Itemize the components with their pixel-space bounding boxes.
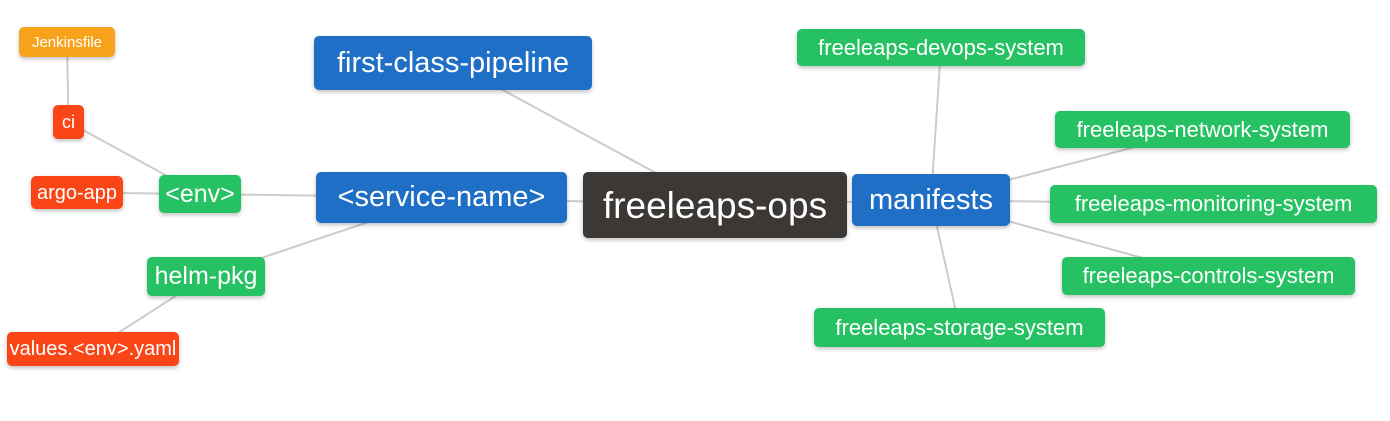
mindmap-node-service-name[interactable]: <service-name>	[316, 172, 567, 223]
mindmap-node-freeleaps-devops-system[interactable]: freeleaps-devops-system	[797, 29, 1085, 66]
mindmap-node-argo-app[interactable]: argo-app	[31, 176, 123, 209]
mindmap-node-jenkinsfile[interactable]: Jenkinsfile	[19, 27, 115, 57]
mindmap-node-freeleaps-ops[interactable]: freeleaps-ops	[583, 172, 847, 238]
mindmap-node-freeleaps-storage-system[interactable]: freeleaps-storage-system	[814, 308, 1105, 347]
mindmap-node-values-env-yaml[interactable]: values.<env>.yaml	[7, 332, 179, 366]
mindmap-node-helm-pkg[interactable]: helm-pkg	[147, 257, 265, 296]
mindmap-node-env[interactable]: <env>	[159, 175, 241, 213]
mindmap-node-first-class-pipeline[interactable]: first-class-pipeline	[314, 36, 592, 90]
mindmap-node-freeleaps-network-system[interactable]: freeleaps-network-system	[1055, 111, 1350, 148]
mindmap-node-freeleaps-controls-system[interactable]: freeleaps-controls-system	[1062, 257, 1355, 295]
mindmap-node-freeleaps-monitoring-system[interactable]: freeleaps-monitoring-system	[1050, 185, 1377, 223]
mindmap-node-manifests[interactable]: manifests	[852, 174, 1010, 226]
mindmap-node-ci[interactable]: ci	[53, 105, 84, 139]
